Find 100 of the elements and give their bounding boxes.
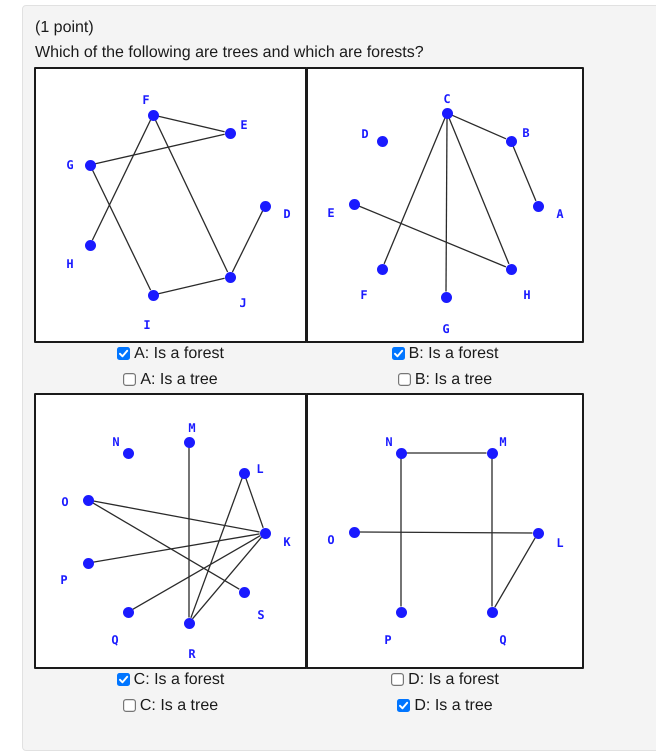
edge-line [512,146,536,202]
edge-line [192,536,262,620]
vertex-dot [376,136,388,146]
vertex-label: Q [499,634,507,646]
vertex-label: F [142,94,150,106]
graph-panel [306,393,584,669]
vertex-dot [224,272,236,282]
vertex-dot [486,606,498,618]
vertex-dot [184,618,194,628]
checkbox-label: A: Is a forest [134,344,224,362]
vertex-dot [260,200,270,212]
vertex-dot [348,526,360,538]
edge-line [400,458,402,606]
edge-line [92,170,152,290]
checkbox-label: C: Is a tree [140,696,218,714]
vertex-dot [442,108,452,118]
vertex-label: H [523,289,531,301]
edge-line [188,448,190,618]
vertex-dot [348,198,360,210]
edge-line [494,537,536,608]
vertex-label: L [256,463,264,475]
vertex-dot [260,528,270,538]
vertex-label: N [385,436,393,448]
edge-line [158,116,225,132]
vertex-dot [376,264,388,274]
edge-line [158,278,225,294]
checkbox-label: B: Is a forest [408,344,498,362]
edge-line [245,478,264,528]
graph-panel [34,393,307,669]
vertex-label: H [66,258,74,270]
vertex-dot [224,128,236,138]
edge-line [358,206,506,268]
vertex-dot [84,240,96,250]
vertex-label: P [60,574,68,586]
vertex-label: D [283,208,291,220]
vertex-label: G [66,159,74,171]
edge-line [93,533,260,563]
edge-line [448,118,510,264]
edge-line [406,452,486,454]
checkbox-label: D: Is a forest [408,670,499,688]
vertex-label: C [443,93,451,105]
vertex-dot [506,136,516,146]
vertex-dot [122,448,134,458]
vertex-dot [82,558,94,568]
vertex-dot [486,448,498,458]
edge-line [154,120,228,272]
checkbox-label: B: Is a tree [414,370,492,388]
graph-panel [34,67,307,343]
vertex-label: B [522,127,530,139]
vertex-label: Q [111,634,119,646]
vertex-dot [148,290,158,300]
vertex-dot [396,448,406,458]
edge-line [445,118,448,292]
edge-line [232,210,264,272]
vertex-label: M [499,436,507,448]
vertex-label: E [327,207,335,219]
vertex-label: I [143,319,151,331]
vertex-dot [396,606,406,618]
vertex-dot [122,606,134,618]
vertex-dot [440,292,452,302]
edge-line [93,500,260,533]
question-text: Which of the following are trees and which are forests? [35,43,424,62]
vertex-label: P [384,634,392,646]
vertex-label: F [360,289,368,301]
vertex-label: L [556,537,564,549]
edge-line [384,118,446,264]
checkbox-label: A: Is a tree [140,370,218,388]
checkbox-label: C: Is a forest [134,670,224,688]
edge-line [95,134,225,164]
vertex-dot [82,494,94,506]
vertex-dot [84,160,96,170]
edge-line [491,458,493,606]
vertex-label: R [188,648,196,660]
vertex-dot [532,528,544,538]
vertex-dot [184,436,194,448]
vertex-label: G [442,323,450,335]
points-label: (1 point) [35,18,94,37]
edge-line [452,114,506,140]
vertex-dot [532,200,544,212]
vertex-label: D [361,128,369,140]
edge-line [360,531,532,534]
vertex-dot [238,468,250,478]
vertex-label: O [327,534,335,546]
edge-line [190,478,243,618]
edge-line [92,120,152,240]
graph-panel [306,67,584,343]
vertex-label: S [257,609,265,621]
vertex-dot [148,110,158,120]
checkbox-label: D: Is a tree [414,696,493,714]
vertex-dot [506,264,516,274]
vertex-label: N [112,436,120,448]
vertex-label: A [556,208,564,220]
vertex-dot [238,586,250,598]
vertex-label: O [61,496,69,508]
vertex-label: K [283,536,291,548]
edge-line [132,535,261,610]
edge-line [92,502,240,590]
vertex-label: J [239,297,247,309]
vertex-label: E [240,119,248,131]
vertex-label: M [188,422,196,434]
